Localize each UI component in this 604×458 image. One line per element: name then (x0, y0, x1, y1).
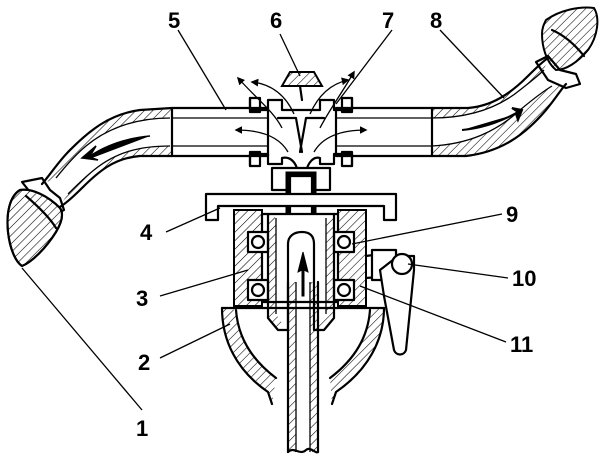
label-10: 10 (512, 266, 536, 291)
supply-pipe (286, 251, 320, 454)
label-2: 2 (138, 350, 150, 375)
label-8: 8 (430, 8, 442, 33)
flow-arrow-up (297, 251, 309, 297)
label-7: 7 (382, 8, 394, 33)
part-labels: 1 2 3 4 5 6 7 8 9 10 11 (136, 8, 536, 441)
leader-lines (21, 29, 509, 411)
label-4: 4 (140, 220, 153, 245)
bearing-housing (233, 209, 367, 332)
right-arm (430, 56, 568, 158)
label-5: 5 (168, 8, 180, 33)
label-9: 9 (506, 202, 518, 227)
label-3: 3 (136, 286, 148, 311)
flow-arrow-left-arm (80, 135, 151, 161)
label-11: 11 (510, 332, 533, 357)
deflector-6 (280, 71, 324, 102)
left-nozzle (6, 176, 66, 268)
label-6: 6 (270, 8, 282, 33)
outer-skirt-2 (220, 306, 386, 406)
pivot-lever-10 (364, 248, 416, 356)
left-arm (40, 106, 174, 210)
bearings-9 (246, 230, 356, 302)
cap-4 (204, 192, 398, 222)
flow-arrow-right-arm (461, 107, 524, 131)
right-nozzle (534, 6, 599, 90)
label-1: 1 (136, 416, 148, 441)
